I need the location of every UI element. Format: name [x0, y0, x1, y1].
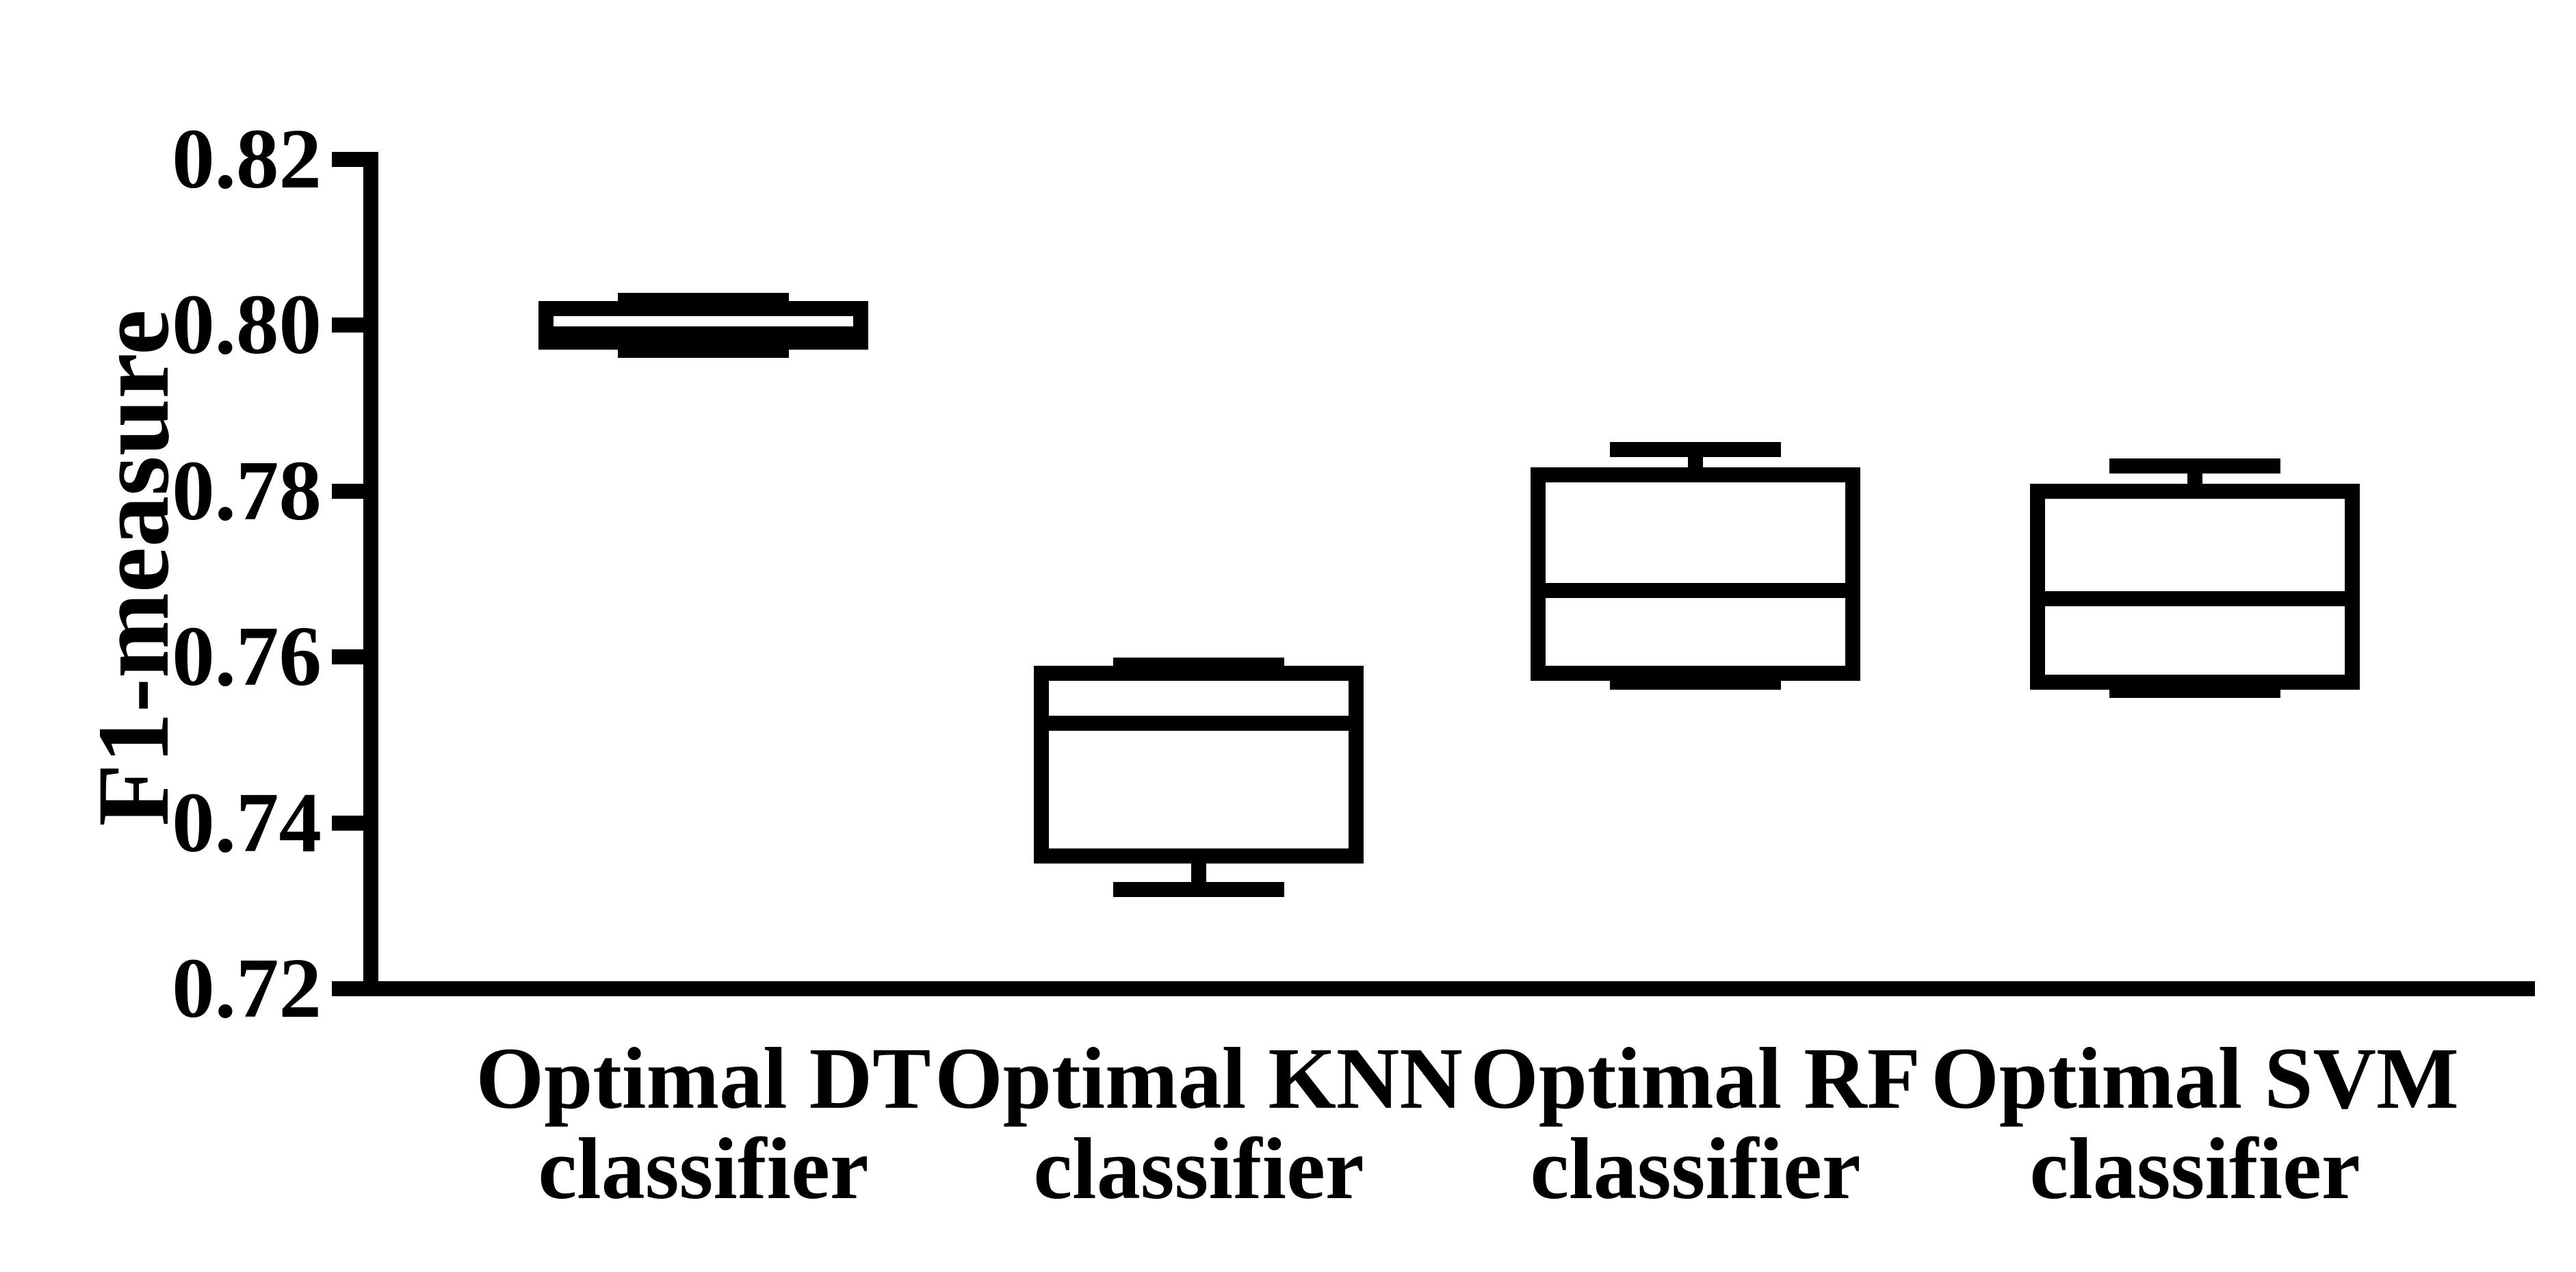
box — [1531, 467, 1860, 682]
x-category-label-line: classifier — [538, 1120, 869, 1217]
y-tick-mark — [332, 981, 363, 996]
box — [538, 301, 868, 350]
x-category-label-line: Optimal SVM — [1931, 1030, 2459, 1127]
whisker-cap-max — [1610, 442, 1781, 458]
y-tick-label: 0.72 — [172, 942, 322, 1036]
whisker-cap-min — [1113, 881, 1284, 897]
x-category-label-line: Optimal RF — [1470, 1030, 1921, 1127]
y-tick-mark — [332, 483, 363, 499]
x-category-label-line: Optimal DT — [476, 1030, 931, 1127]
x-category-label-line: classifier — [2029, 1120, 2360, 1217]
median-line — [2030, 591, 2360, 607]
box — [2030, 483, 2360, 690]
x-category-label-line: classifier — [1530, 1120, 1861, 1217]
y-tick-mark — [332, 317, 363, 333]
y-tick-label: 0.76 — [172, 610, 322, 705]
x-category-label-line: Optimal KNN — [935, 1030, 1463, 1127]
y-tick-mark — [332, 152, 363, 167]
y-tick-label: 0.78 — [172, 443, 322, 538]
median-line — [1531, 583, 1860, 599]
median-line — [538, 326, 868, 341]
median-line — [1034, 716, 1364, 731]
y-tick-label: 0.74 — [172, 775, 322, 870]
y-axis-line — [363, 152, 378, 996]
y-tick-mark — [332, 649, 363, 665]
y-tick-label: 0.82 — [172, 112, 322, 207]
x-category-label-line: classifier — [1033, 1120, 1364, 1217]
box — [1034, 666, 1364, 864]
y-tick-label: 0.80 — [172, 278, 322, 373]
y-tick-mark — [332, 815, 363, 831]
whisker-cap-max — [2109, 458, 2280, 474]
x-axis-line — [363, 981, 2535, 996]
